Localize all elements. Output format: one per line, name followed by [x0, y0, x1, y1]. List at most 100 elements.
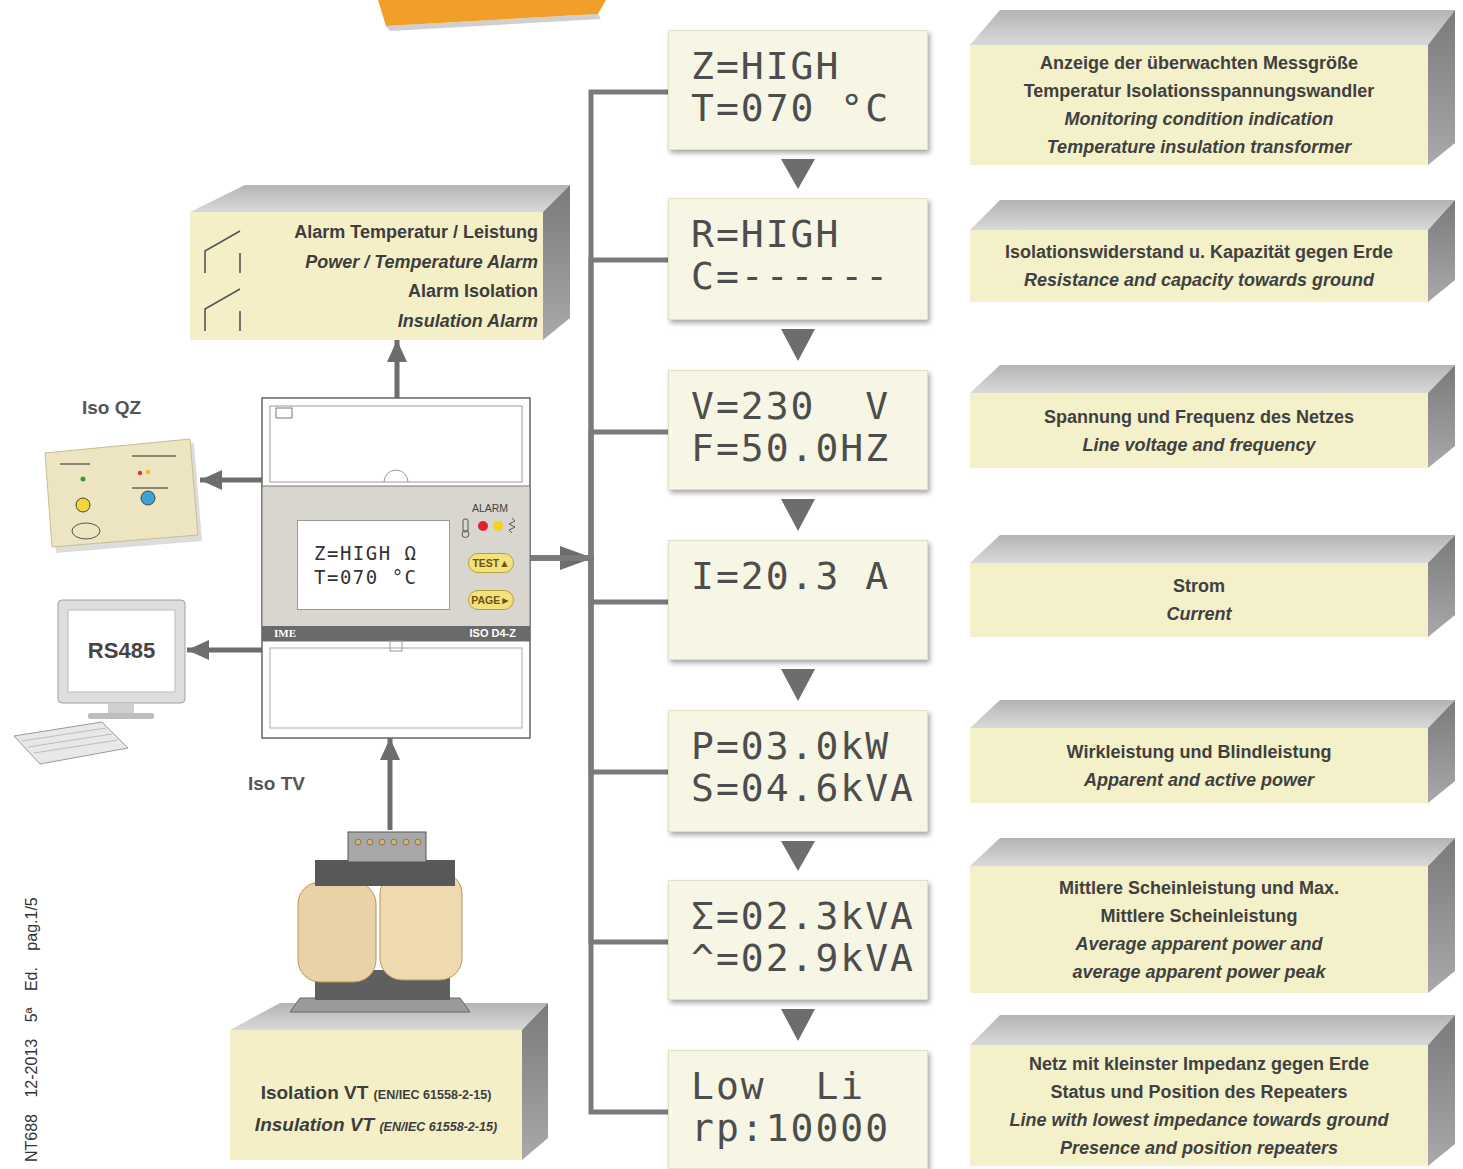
- panel-plate: [45, 439, 198, 547]
- panel-led: [81, 477, 86, 482]
- box-top: [970, 535, 1455, 563]
- transformer-art: [230, 830, 548, 1160]
- terminal-block: [348, 832, 426, 862]
- terminal-screw: [379, 839, 385, 845]
- brand-bar: [262, 626, 530, 641]
- node-text: Current: [1166, 600, 1231, 628]
- text-part: Isolation VT: [261, 1082, 374, 1103]
- text-part: Insulation VT: [255, 1114, 380, 1135]
- text-area: Anzeige der überwachten MessgrößeTempera…: [970, 45, 1428, 165]
- box-top: [970, 700, 1455, 728]
- lcd-page: P=03.0kWS=04.6kVA: [668, 710, 928, 832]
- node-text: Presence and position repeaters: [1060, 1134, 1338, 1162]
- node-text: Line voltage and frequency: [1082, 431, 1315, 459]
- box-front: [970, 1045, 1428, 1166]
- node-text: Wirkleistung und Blindleistung: [1067, 738, 1332, 766]
- page-arrow: [781, 159, 815, 189]
- box-top: [970, 365, 1455, 393]
- remote-panel: Iso QZ: [40, 395, 200, 553]
- box-top: [190, 185, 570, 212]
- node-text: Spannung und Frequenz des Netzes: [1044, 403, 1354, 431]
- relay-contact-symbol: [239, 253, 241, 273]
- node-text: C=------: [691, 255, 927, 297]
- description-box: StromCurrent: [970, 535, 1455, 637]
- node-text: P=03.0kW: [691, 725, 927, 767]
- box-side: [1428, 200, 1455, 302]
- relay-contact-symbol: [205, 289, 240, 331]
- description-box: Mittlere Scheinleistung und Max. Mittler…: [970, 838, 1455, 993]
- node-text: Temperature insulation transformer: [1047, 133, 1351, 161]
- page-button: PAGE►: [468, 590, 514, 610]
- node-text: rp:10000: [691, 1107, 927, 1149]
- document-code: NT688 12-2013 5ª Ed. pag.1/5: [22, 897, 41, 1162]
- node-text: T=070 °C: [691, 87, 927, 129]
- page-arrow: [781, 669, 815, 701]
- lcd-page: Low Lirp:10000: [668, 1050, 928, 1169]
- housing-cover: [270, 406, 522, 482]
- node-text: S=04.6kVA: [691, 767, 927, 809]
- page-arrow: [781, 1009, 815, 1041]
- lcd-page: I=20.3 A: [668, 540, 928, 660]
- node-text: ALARM: [458, 502, 522, 515]
- node-text: Anzeige der überwachten Messgröße: [1040, 49, 1358, 77]
- front-panel: [262, 486, 530, 641]
- transformer-base: [290, 998, 470, 1012]
- box-front: [190, 212, 543, 340]
- box-top: [970, 10, 1455, 45]
- node-text: IME: [274, 626, 334, 641]
- box-top: [970, 200, 1455, 230]
- text-area: RS485: [68, 610, 175, 692]
- description-box: Anzeige der überwachten MessgrößeTempera…: [970, 10, 1455, 165]
- node-text: Average apparent power and average appar…: [1047, 930, 1352, 986]
- node-text: Alarm Isolation: [408, 277, 538, 307]
- node-text: Power / Temperature Alarm: [305, 248, 538, 278]
- box-side: [1428, 838, 1455, 993]
- relay-contact-symbol: [239, 311, 241, 331]
- node-text: Iso QZ: [82, 397, 141, 419]
- housing: [262, 398, 530, 738]
- node-text: Isolationswiderstand u. Kapazität gegen …: [1005, 238, 1393, 266]
- text-area: Netz mit kleinster Impedanz gegen ErdeSt…: [970, 1045, 1428, 1166]
- text-part: (EN/IEC 61558-2-15): [374, 1088, 492, 1102]
- node-text: TEST▲: [469, 554, 513, 572]
- housing-latch: [276, 408, 292, 418]
- text-area: Spannung und Frequenz des NetzesLine vol…: [970, 393, 1428, 468]
- node-text: Monitoring condition indication: [1065, 105, 1334, 133]
- description-box: Wirkleistung und BlindleistungApparent a…: [970, 700, 1455, 803]
- text-area: Iso QZ: [82, 397, 192, 423]
- box-side: [1428, 700, 1455, 803]
- node-text: Status und Position des Repeaters: [1050, 1078, 1347, 1106]
- housing-notch: [384, 470, 408, 482]
- ground-icon: [509, 518, 515, 533]
- box-front: [970, 866, 1428, 993]
- panel-button: [76, 498, 90, 512]
- node-text: T=070 °C: [314, 565, 449, 589]
- text-area: StromCurrent: [970, 563, 1428, 637]
- transformer-core: [315, 860, 455, 886]
- rs485-computer: RS485: [10, 598, 187, 768]
- description-box: Netz mit kleinster Impedanz gegen ErdeSt…: [970, 1015, 1455, 1166]
- iso-d4-z-monitor: ALARMIMEISO D4-ZZ=HIGH ΩT=070 °CTEST▲PAG…: [262, 398, 530, 738]
- text-area: Alarm Temperatur / LeistungPower / Tempe…: [190, 212, 543, 340]
- text-area: Isolationswiderstand u. Kapazität gegen …: [970, 230, 1428, 302]
- page-arrow: [781, 329, 815, 361]
- test-button: TEST▲: [468, 553, 514, 573]
- description-box: Isolationswiderstand u. Kapazität gegen …: [970, 200, 1455, 302]
- node-text: Alarm Temperatur / Leistung: [294, 218, 538, 248]
- terminal-screw: [391, 839, 397, 845]
- text-area: Isolation VT (EN/IEC 61558-2-15) Insulati…: [230, 1030, 522, 1160]
- panel-led: [138, 471, 142, 475]
- node-text: Insulation VT (EN/IEC 61558-2-15): [255, 1110, 497, 1142]
- edge-label: Iso TV: [248, 773, 305, 795]
- node-text: Strom: [1173, 572, 1225, 600]
- node-text: PAGE►: [469, 591, 513, 609]
- page-arrow: [781, 841, 815, 871]
- box-front: [970, 45, 1428, 165]
- terminal-cover: [270, 648, 522, 728]
- box-front: [970, 230, 1428, 302]
- monitor-screen: [68, 610, 175, 692]
- panel-led: [146, 470, 150, 474]
